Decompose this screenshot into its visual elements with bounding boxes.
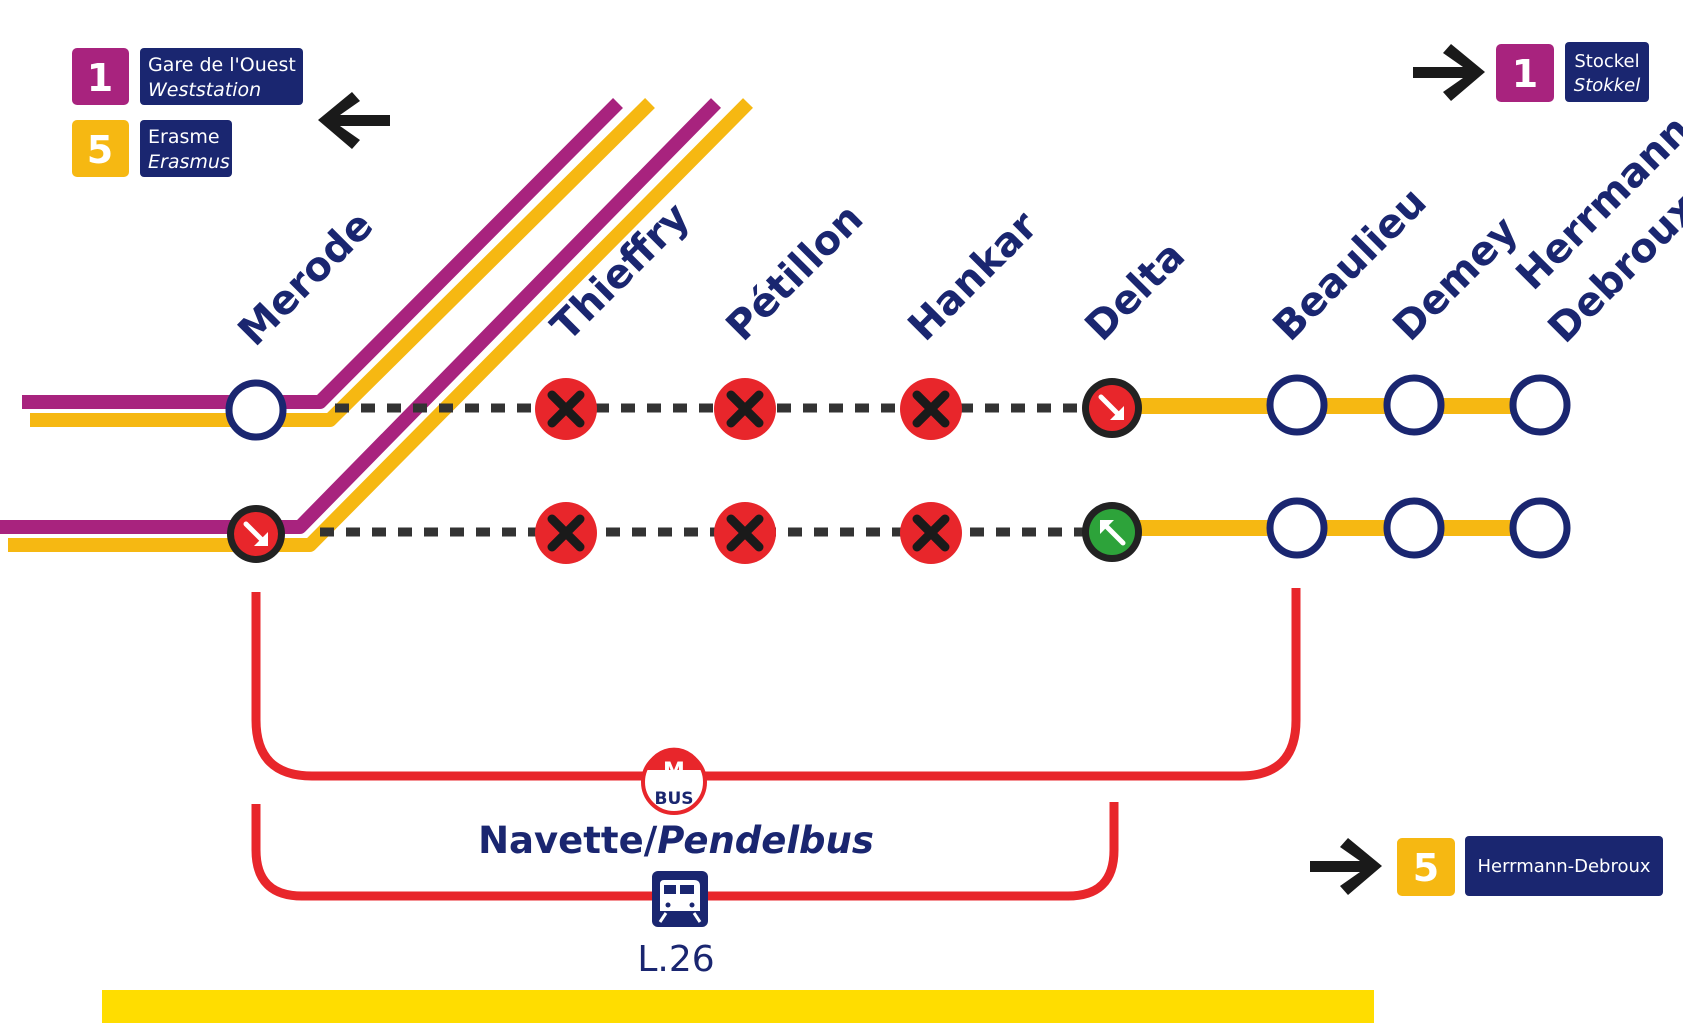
upper-line1-track (22, 98, 623, 409)
line1-badge-right (1496, 44, 1554, 102)
metro-bus-icon-top: M (663, 759, 685, 784)
line1-badge (72, 48, 129, 105)
line5-right-destination: Herrmann-Debroux (1477, 856, 1650, 877)
line5-right-destination-box (1465, 836, 1663, 896)
station-delta-upper-exit-arrow-icon (1082, 378, 1142, 438)
line1-destination-nl: Weststation (148, 79, 261, 101)
line1-destination-box (140, 48, 303, 105)
station-hankar-upper-closed-icon (900, 378, 962, 440)
line5-badge-right-number: 5 (1413, 846, 1439, 890)
top-right-destination: 1 Stockel Stokkel (1413, 42, 1649, 102)
station-merode-upper-open (225, 379, 287, 441)
station-markers (225, 374, 1571, 564)
shuttle-label-fr: Navette/ (478, 819, 658, 862)
station-delta-lower-entry-arrow-icon (1082, 502, 1142, 562)
station-demey-upper-open (1383, 374, 1445, 436)
shuttle-bus-route (251, 588, 1301, 781)
station-beaulieu-lower-open (1266, 497, 1328, 559)
metro-bus-icon: M BUS (641, 747, 707, 815)
top-left-destinations: 1 Gare de l'Ouest Weststation 5 Erasme E… (72, 48, 390, 177)
station-label-petillon: Pétillon (718, 195, 873, 350)
station-label-hankar: Hankar (900, 203, 1047, 350)
station-petillon-upper-closed-icon (714, 378, 776, 440)
station-demey-lower-open (1383, 497, 1445, 559)
line1-destination-fr: Gare de l'Ouest (148, 54, 296, 76)
train-icon (652, 871, 708, 927)
line1-right-destination-box (1565, 42, 1649, 102)
bottom-right-destination: 5 Herrmann-Debroux (1310, 836, 1663, 896)
station-label-merode: Merode (230, 202, 383, 355)
station-petillon-lower-closed-icon (714, 502, 776, 564)
metro-bus-icon-bottom: BUS (654, 789, 693, 809)
line5-destination-box (140, 120, 232, 177)
station-label-thieffry: Thieffry (543, 194, 699, 350)
station-label-delta: Delta (1077, 233, 1194, 350)
line1-badge-right-number: 1 (1512, 52, 1538, 96)
line5-badge-right (1397, 838, 1455, 896)
station-labels: Merode Thieffry Pétillon Hankar Delta Be… (230, 95, 1683, 355)
line5-destination-fr: Erasme (148, 126, 220, 148)
station-herrmann-upper-open (1509, 374, 1571, 436)
line1-right-destination-nl: Stokkel (1574, 75, 1640, 96)
station-beaulieu-upper-open (1266, 374, 1328, 436)
station-thieffry-upper-closed-icon (535, 378, 597, 440)
replacement-services: M BUS Navette/Pendelbus L.26 (251, 588, 1301, 980)
station-hankar-lower-closed-icon (900, 502, 962, 564)
shuttle-label-nl: Pendelbus (657, 819, 874, 862)
line5-badge (72, 120, 129, 177)
lower-line1-track (0, 98, 721, 534)
arrow-right-icon (1413, 44, 1485, 101)
line1-right-destination-fr: Stockel (1574, 51, 1639, 72)
station-thieffry-lower-closed-icon (535, 502, 597, 564)
line5-badge-number: 5 (87, 128, 113, 172)
arrow-left-icon (318, 92, 390, 149)
upper-line5-track (30, 98, 655, 427)
station-merode-lower-exit-arrow-icon (227, 505, 285, 563)
line1-badge-number: 1 (87, 56, 113, 100)
train-label: L.26 (637, 939, 714, 980)
lower-line5-track (8, 98, 753, 552)
shuttle-label: Navette/Pendelbus (478, 819, 874, 862)
line5-destination-nl: Erasmus (148, 151, 230, 173)
arrow-right-icon (1310, 838, 1382, 895)
station-herrmann-lower-open (1509, 497, 1571, 559)
bottom-yellow-band (102, 990, 1374, 1023)
